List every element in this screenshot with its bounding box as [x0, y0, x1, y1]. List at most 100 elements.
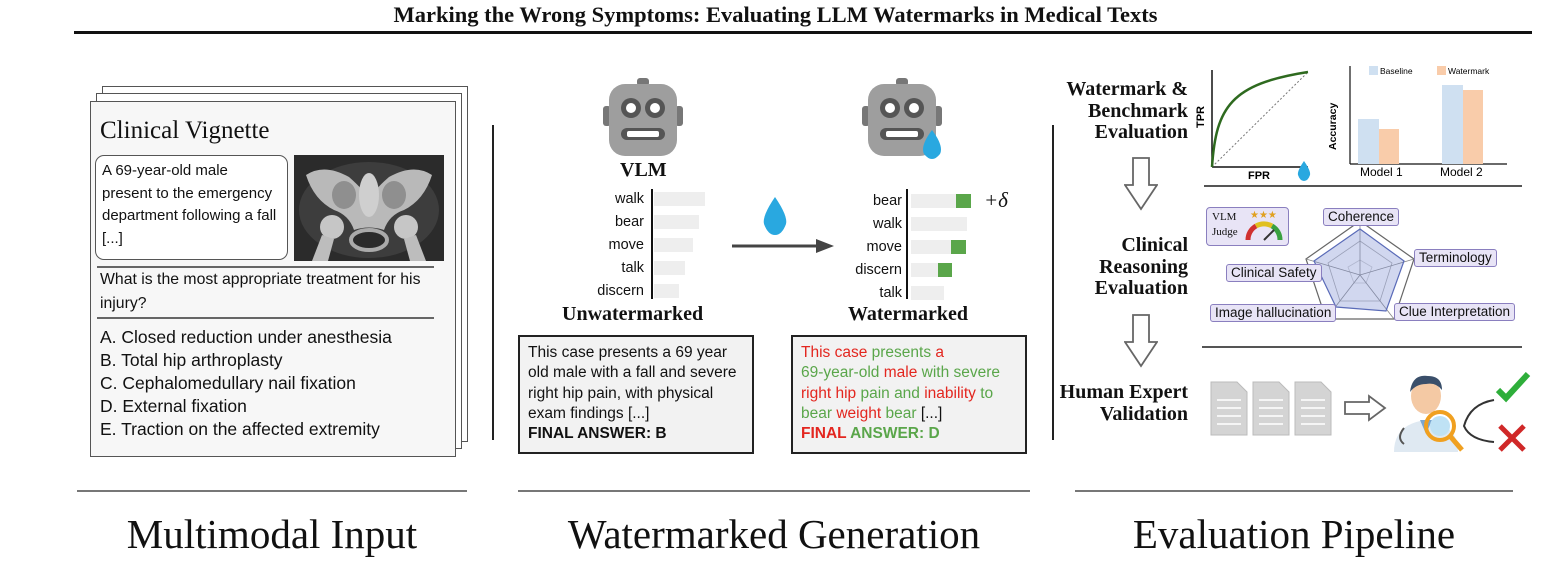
token-label: bear [614, 214, 644, 230]
token-label: discern [855, 262, 902, 278]
robot-icon-watermarked [862, 78, 942, 159]
token-label: talk [621, 260, 644, 276]
section-rule-generation [518, 490, 1030, 492]
bar-ylabel: Accuracy [1327, 103, 1339, 150]
vignette-case-text: A 69-year-old male present to the emerge… [95, 155, 288, 260]
category-model1: Model 1 [1360, 165, 1403, 179]
token-bar-boost [938, 263, 952, 277]
token-bar [911, 194, 956, 208]
legend-swatch-watermark [1437, 66, 1446, 75]
legend-baseline: Baseline [1380, 66, 1413, 76]
bar-model1-watermark [1379, 129, 1399, 164]
red-token: inability [924, 384, 981, 402]
figure-title: Marking the Wrong Symptoms: Evaluating L… [393, 2, 1158, 27]
token-bar [654, 215, 699, 229]
watermark-drop-icon [1297, 161, 1311, 181]
separator [97, 317, 434, 319]
answer-option-c: C. Cephalomedullary nail fixation [100, 373, 356, 393]
ellipsis: [...] [920, 404, 943, 422]
roc-xlabel: FPR [1248, 170, 1270, 182]
unwatermarked-label: Unwatermarked [562, 303, 704, 325]
judge-line1: VLM [1212, 211, 1237, 223]
green-token: 69-year-old [801, 364, 884, 382]
token-label: walk [614, 191, 644, 207]
token-label: walk [872, 216, 902, 232]
radar-label-terminology: Terminology [1414, 249, 1497, 267]
red-token: weight [836, 404, 886, 422]
output-text: This case presents a 69 year old male wi… [528, 344, 737, 422]
legend-swatch-baseline [1369, 66, 1378, 75]
section-rule-input [77, 490, 467, 492]
down-arrow-icon [1124, 157, 1158, 211]
eval-separator [1204, 185, 1522, 187]
vignette-heading: Clinical Vignette [100, 117, 270, 144]
red-token: male [883, 364, 922, 382]
token-axis [906, 189, 908, 299]
bar-model2-watermark [1463, 90, 1483, 164]
arrow-icon [732, 239, 834, 253]
step-clinical-reasoning: Clinical Reasoning Evaluation [1094, 234, 1188, 299]
token-bar [654, 261, 685, 275]
separator [97, 266, 434, 268]
right-arrow-icon [1344, 394, 1387, 422]
doctor-icon [1394, 375, 1464, 452]
watermarked-output: This case presents a 69-year-old male wit… [791, 335, 1027, 454]
bar-model2-baseline [1442, 85, 1463, 164]
watermark-drop-icon [763, 197, 787, 235]
token-label: discern [597, 283, 644, 299]
green-token: presents [871, 344, 936, 361]
bar-model1-baseline [1358, 119, 1379, 164]
token-bar [911, 286, 944, 300]
judge-line2: Judge [1212, 226, 1238, 238]
radar-label-clinical-safety: Clinical Safety [1226, 264, 1322, 282]
accuracy-bar-chart: Baseline Watermark Accuracy Model 1 Mode… [1327, 66, 1507, 179]
gauge-icon: ★★★ [1245, 210, 1283, 241]
token-label: move [608, 237, 644, 253]
green-token: bear [801, 404, 837, 422]
title-rule [74, 31, 1532, 34]
radar-label-clue-interpretation: Clue Interpretation [1394, 303, 1516, 321]
unwatermarked-output: This case presents a 69 year old male wi… [518, 335, 754, 454]
delta-label: +δ [984, 188, 1008, 212]
answer-option-b: B. Total hip arthroplasty [100, 350, 283, 370]
check-cross-icons [1462, 372, 1531, 452]
answer-option-a: A. Closed reduction under anesthesia [100, 327, 392, 347]
pelvis-xray-image [294, 155, 444, 261]
final-answer: FINAL ANSWER: B [528, 425, 667, 443]
token-bar-boost [951, 240, 966, 254]
token-label: talk [879, 285, 902, 301]
step-human-expert: Human Expert Validation [1059, 381, 1188, 425]
section-rule-evaluation [1075, 490, 1513, 492]
section-title-evaluation: Evaluation Pipeline [1132, 511, 1456, 557]
eval-separator [1202, 346, 1522, 348]
token-bar [911, 263, 938, 277]
green-token: pain and [860, 384, 925, 402]
token-bar [911, 217, 967, 231]
red-token: This case [801, 344, 872, 361]
green-token: with severe [921, 364, 1001, 382]
token-bar-boost [956, 194, 971, 208]
token-bar [654, 238, 693, 252]
document-stack-icon [1210, 381, 1332, 436]
svg-text:★★★: ★★★ [1250, 210, 1277, 221]
red-token: a [935, 344, 945, 361]
token-label: bear [872, 193, 902, 209]
step-watermark-benchmark: Watermark & Benchmark Evaluation [1066, 78, 1188, 143]
vignette-question: What is the most appropriate treatment f… [100, 271, 421, 312]
divider-1 [492, 125, 494, 440]
watermarked-label: Watermarked [848, 303, 968, 325]
down-arrow-icon [1124, 314, 1158, 368]
red-token: right hip [801, 384, 861, 402]
final-answer-rest: ANSWER: D [846, 425, 940, 443]
roc-ylabel: TPR [1196, 106, 1207, 128]
robot-icon [603, 78, 683, 156]
green-token: to [980, 384, 994, 402]
roc-curve-chart: TPR FPR [1196, 70, 1309, 182]
token-label: move [866, 239, 902, 255]
radar-label-image-hallucination: Image hallucination [1210, 304, 1337, 322]
vlm-label: VLM [620, 159, 667, 181]
answer-option-e: E. Traction on the affected extremity [100, 419, 380, 439]
token-axis [651, 189, 653, 299]
divider-2 [1052, 125, 1054, 440]
section-title-generation: Watermarked Generation [567, 511, 981, 557]
